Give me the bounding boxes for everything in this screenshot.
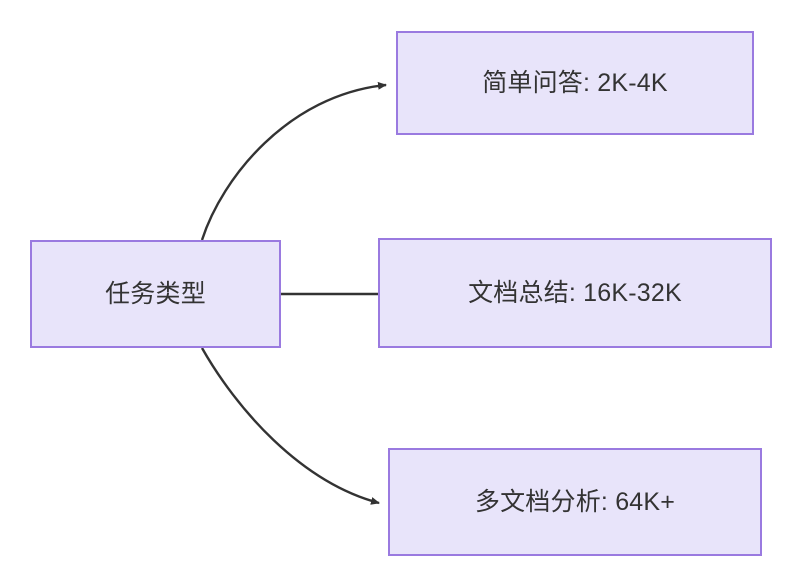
node-multi-document-analysis[interactable]: 多文档分析: 64K+ [388, 448, 762, 556]
node-label-document-summary: 文档总结: 16K-32K [468, 279, 682, 307]
node-simple-qa[interactable]: 简单问答: 2K-4K [396, 31, 754, 135]
node-label-simple-qa: 简单问答: 2K-4K [482, 69, 668, 97]
node-label-multi-document-analysis: 多文档分析: 64K+ [474, 488, 676, 516]
node-document-summary[interactable]: 文档总结: 16K-32K [378, 238, 772, 348]
node-task-type[interactable]: 任务类型 [30, 240, 281, 348]
edge-root-to-multi-doc [200, 347, 380, 505]
node-label-task-type: 任务类型 [105, 280, 206, 308]
edge-root-to-simple-qa [200, 81, 387, 241]
